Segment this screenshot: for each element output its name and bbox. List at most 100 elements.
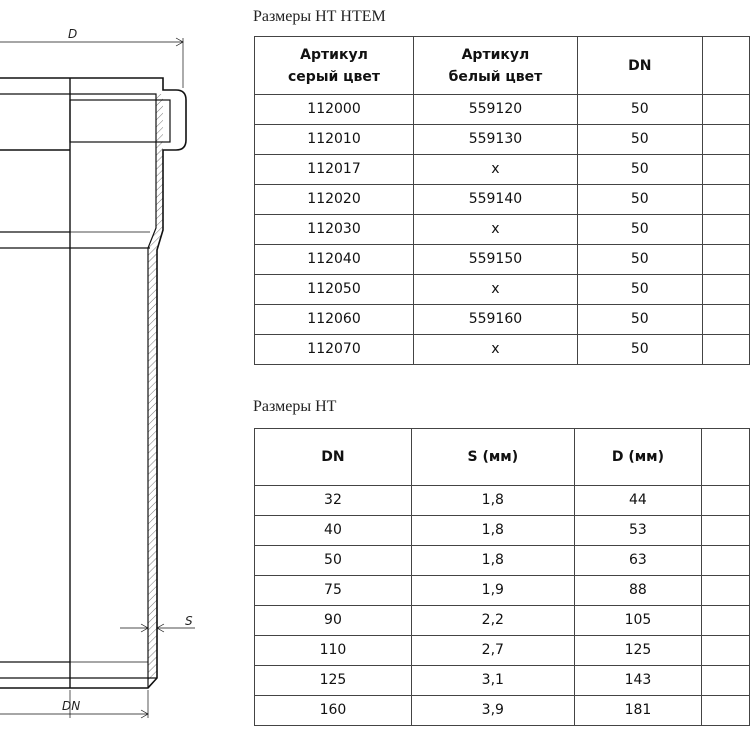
table-cell: 112020 (253, 184, 415, 215)
table2-header-cell: D (мм) (573, 428, 703, 486)
table-cell: 50 (576, 124, 703, 155)
table-cell: 50 (576, 244, 703, 275)
table-cell: 3,9 (410, 695, 575, 726)
table-cell: 32 (254, 485, 412, 516)
table-cell: 50 (576, 274, 703, 305)
pipe-outer-contour (0, 77, 187, 689)
table2-header-cell: DN (254, 428, 412, 486)
table-cell: 3,1 (410, 665, 575, 696)
table-cell-cropped (701, 184, 750, 215)
table-cell: 1,8 (410, 485, 575, 516)
table-cell: 2,2 (410, 605, 575, 636)
table-cell: 53 (573, 515, 703, 546)
table-cell-cropped (701, 665, 750, 696)
table-cell: 112040 (253, 244, 415, 275)
table-cell: 112050 (253, 274, 415, 305)
table-cell: 105 (573, 605, 703, 636)
table-cell: 50 (576, 334, 703, 365)
table1-header-cell-cropped (701, 36, 750, 95)
table-cell-cropped (701, 545, 750, 576)
table-cell: 1,8 (410, 545, 575, 576)
table-cell: 112000 (253, 94, 415, 125)
table-cell: 63 (573, 545, 703, 576)
table-cell: 40 (254, 515, 412, 546)
table-cell-cropped (701, 244, 750, 275)
table-cell: 112010 (253, 124, 415, 155)
table1-header-text: белый цвет (448, 68, 543, 85)
table-cell: 181 (573, 695, 703, 726)
table-cell-cropped (701, 154, 750, 185)
table-cell: 50 (254, 545, 412, 576)
table2-header-text: D (мм) (611, 449, 665, 465)
table-cell-cropped (701, 485, 750, 516)
table-cell: 112017 (253, 154, 415, 185)
table-cell: 559140 (413, 184, 578, 215)
table-cell-cropped (701, 695, 750, 726)
table2-header-text: DN (321, 449, 345, 465)
table-cell: 75 (254, 575, 412, 606)
pipe-technical-drawing: D S DN (0, 27, 195, 719)
dimension-d-label: D (68, 27, 77, 41)
table-cell: x (413, 214, 578, 245)
table-cell-cropped (701, 605, 750, 636)
table-cell: 559130 (413, 124, 578, 155)
table-cell: x (413, 154, 578, 185)
dimension-dn-label: DN (62, 699, 80, 713)
table-cell-cropped (701, 274, 750, 305)
table-cell: 50 (576, 94, 703, 125)
table2-title: Размеры НТ (253, 398, 337, 415)
table2-header-cell: S (мм) (410, 428, 575, 486)
table-cell: 1,8 (410, 515, 575, 546)
table-cell: 44 (573, 485, 703, 516)
table-cell: 50 (576, 214, 703, 245)
table1-header-text: серый цвет (288, 68, 381, 85)
table-cell: 110 (254, 635, 412, 666)
table-cell-cropped (701, 515, 750, 546)
table2-header-row: DN S (мм) D (мм) (254, 428, 750, 486)
table-cell: 125 (573, 635, 703, 666)
table-cell-cropped (701, 575, 750, 606)
table-cell-cropped (701, 124, 750, 155)
table-cell: 143 (573, 665, 703, 696)
table-cell: 559120 (413, 94, 578, 125)
table-cell: 559160 (413, 304, 578, 335)
table-cell-cropped (701, 214, 750, 245)
table1-header-text: DN (628, 57, 652, 74)
seal-ring (69, 99, 171, 143)
table2-header-text: S (мм) (467, 449, 519, 465)
table1-header-text: Артикул (461, 46, 530, 63)
pipe-inner-contour (0, 93, 157, 688)
table-cell: x (413, 274, 578, 305)
table1-header-cell: DN (576, 36, 703, 95)
table1-header-cell: Артикул белый цвет (413, 36, 578, 95)
table-cell: 90 (254, 605, 412, 636)
table-cell: 50 (576, 154, 703, 185)
table-cell: 112030 (253, 214, 415, 245)
table-cell: 112060 (253, 304, 415, 335)
table-cell: 112070 (253, 334, 415, 365)
table-cell-cropped (701, 304, 750, 335)
table-cell-cropped (701, 635, 750, 666)
table-cell: 1,9 (410, 575, 575, 606)
table-cell: x (413, 334, 578, 365)
table-cell: 160 (254, 695, 412, 726)
